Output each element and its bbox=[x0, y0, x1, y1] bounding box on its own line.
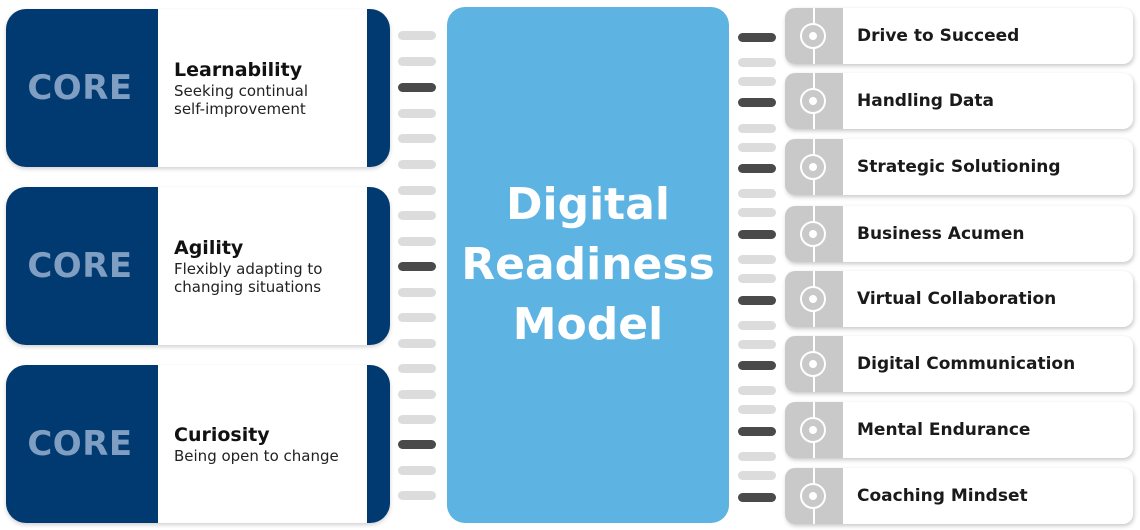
digital-readiness-model-box: Digital Readiness Model bbox=[447, 7, 729, 523]
connector-dash-active bbox=[738, 33, 776, 42]
core-badge: CORE bbox=[27, 424, 133, 464]
connector-dash-active bbox=[738, 164, 776, 173]
connector-dash bbox=[738, 143, 776, 152]
target-icon bbox=[800, 88, 826, 114]
competency-virtual-collaboration: Virtual Collaboration bbox=[785, 271, 1133, 327]
core-badge: CORE bbox=[27, 68, 133, 108]
connector-dash-active bbox=[738, 427, 776, 436]
competency-tab bbox=[785, 8, 843, 64]
connector-dash bbox=[738, 274, 776, 283]
target-icon bbox=[800, 221, 826, 247]
connector-dash bbox=[398, 134, 436, 143]
connector-dash bbox=[398, 109, 436, 118]
core-title: Curiosity bbox=[174, 424, 270, 446]
connector-dash-active bbox=[398, 262, 436, 271]
target-icon bbox=[800, 154, 826, 180]
target-icon bbox=[800, 351, 826, 377]
connector-dash bbox=[738, 77, 776, 86]
core-content: Agility Flexibly adapting to changing si… bbox=[158, 187, 367, 345]
connector-dash bbox=[398, 288, 436, 297]
competency-drive-to-succeed: Drive to Succeed bbox=[785, 8, 1133, 64]
connector-dash bbox=[398, 491, 436, 500]
connector-dash bbox=[398, 31, 436, 40]
core-content: Curiosity Being open to change bbox=[158, 365, 367, 523]
core-description: Seeking continual self-improvement bbox=[174, 82, 308, 118]
connector-dash bbox=[738, 58, 776, 67]
competency-strategic-solutioning: Strategic Solutioning bbox=[785, 139, 1133, 195]
connector-dash bbox=[398, 415, 436, 424]
core-content: Learnability Seeking continual self-impr… bbox=[158, 9, 367, 167]
target-icon bbox=[800, 23, 826, 49]
connector-dash bbox=[398, 466, 436, 475]
competency-tab bbox=[785, 206, 843, 262]
competency-tab bbox=[785, 73, 843, 129]
connector-dash bbox=[738, 386, 776, 395]
connector-dash bbox=[398, 390, 436, 399]
connector-dash bbox=[398, 339, 436, 348]
target-icon bbox=[800, 286, 826, 312]
core-card-learnability: CORE Learnability Seeking continual self… bbox=[6, 9, 390, 167]
target-icon bbox=[800, 417, 826, 443]
connector-dash bbox=[738, 340, 776, 349]
model-title: Digital Readiness Model bbox=[461, 179, 715, 350]
connector-dash-active bbox=[398, 83, 436, 92]
connector-dash bbox=[738, 471, 776, 480]
connector-dash bbox=[738, 452, 776, 461]
connector-dash bbox=[398, 160, 436, 169]
competency-label: Strategic Solutioning bbox=[857, 157, 1061, 177]
connector-dash bbox=[738, 208, 776, 217]
competency-tab bbox=[785, 402, 843, 458]
competency-label: Handling Data bbox=[857, 91, 994, 111]
connector-dash-active bbox=[738, 493, 776, 502]
competency-tab bbox=[785, 139, 843, 195]
connector-dash-active bbox=[738, 98, 776, 107]
connector-dash bbox=[738, 124, 776, 133]
core-card-agility: CORE Agility Flexibly adapting to changi… bbox=[6, 187, 390, 345]
competency-tab bbox=[785, 468, 843, 524]
competency-tab bbox=[785, 336, 843, 392]
competency-mental-endurance: Mental Endurance bbox=[785, 402, 1133, 458]
competency-label: Drive to Succeed bbox=[857, 26, 1020, 46]
connector-dash bbox=[398, 211, 436, 220]
connector-dash-active bbox=[398, 440, 436, 449]
core-description: Being open to change bbox=[174, 447, 339, 465]
core-description: Flexibly adapting to changing situations bbox=[174, 260, 323, 296]
competency-digital-communication: Digital Communication bbox=[785, 336, 1133, 392]
connector-dash bbox=[738, 255, 776, 264]
competency-business-acumen: Business Acumen bbox=[785, 206, 1133, 262]
connector-dash bbox=[398, 313, 436, 322]
connector-dash bbox=[398, 364, 436, 373]
competency-handling-data: Handling Data bbox=[785, 73, 1133, 129]
competency-tab bbox=[785, 271, 843, 327]
connector-dash bbox=[738, 189, 776, 198]
competency-label: Business Acumen bbox=[857, 224, 1025, 244]
core-title: Agility bbox=[174, 237, 244, 259]
competency-coaching-mindset: Coaching Mindset bbox=[785, 468, 1133, 524]
core-badge: CORE bbox=[27, 246, 133, 286]
core-title: Learnability bbox=[174, 59, 303, 81]
connector-dash bbox=[398, 186, 436, 195]
connector-dash bbox=[398, 57, 436, 66]
connector-dash-active bbox=[738, 296, 776, 305]
connector-dash bbox=[738, 405, 776, 414]
connector-dash bbox=[738, 321, 776, 330]
target-icon bbox=[800, 483, 826, 509]
competency-label: Digital Communication bbox=[857, 354, 1076, 374]
core-card-curiosity: CORE Curiosity Being open to change bbox=[6, 365, 390, 523]
competency-label: Virtual Collaboration bbox=[857, 289, 1057, 309]
connector-dash-active bbox=[738, 230, 776, 239]
connector-dash-active bbox=[738, 361, 776, 370]
competency-label: Coaching Mindset bbox=[857, 486, 1028, 506]
competency-label: Mental Endurance bbox=[857, 420, 1031, 440]
connector-dash bbox=[398, 237, 436, 246]
